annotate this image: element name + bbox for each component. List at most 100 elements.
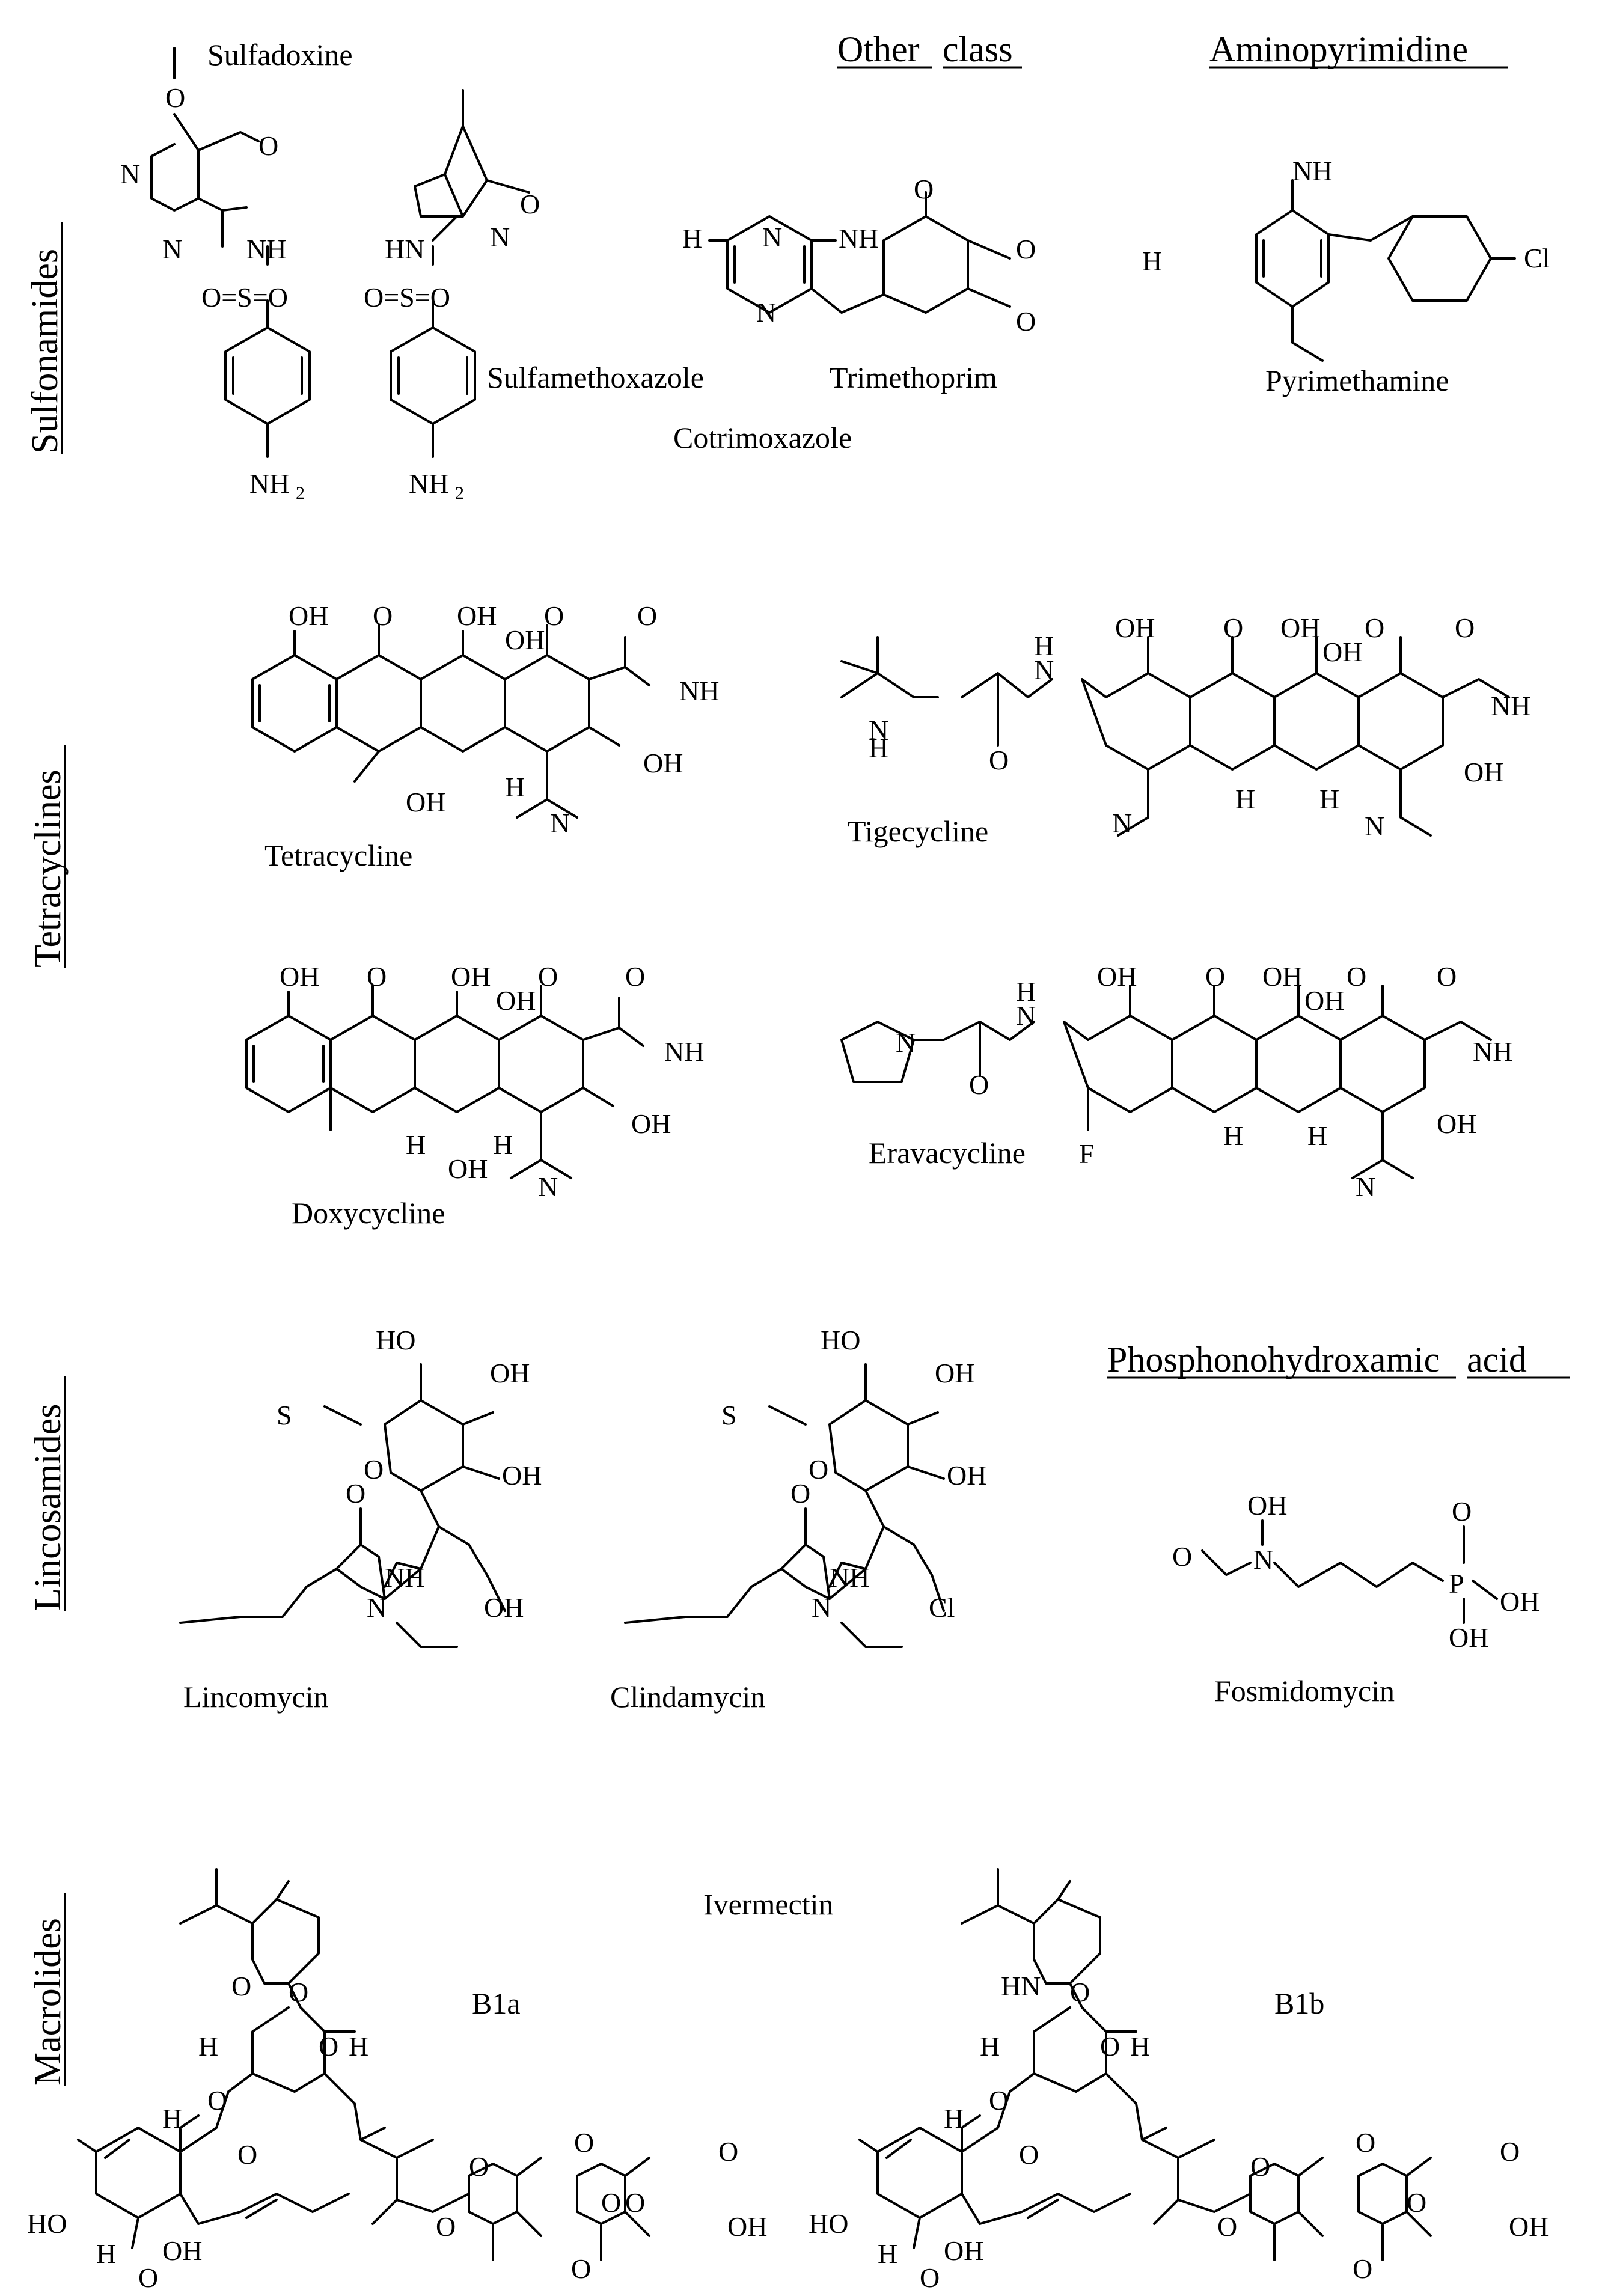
atom-o: O bbox=[544, 600, 564, 631]
atom-o: O bbox=[289, 1977, 308, 2007]
atom-p: P bbox=[1449, 1568, 1464, 1599]
atom-oh: OH bbox=[1437, 1108, 1476, 1139]
atom-h: H bbox=[96, 2238, 116, 2269]
atom-oso: O=S=O bbox=[201, 282, 288, 313]
atom-n: N bbox=[120, 159, 140, 189]
atom-o: O bbox=[346, 1478, 365, 1509]
atom-o: O bbox=[367, 961, 387, 992]
atom-o: O bbox=[1500, 2136, 1520, 2167]
atom-h: H bbox=[1034, 630, 1054, 661]
atom-h: H bbox=[878, 2238, 897, 2269]
compound-name-doxycycline: Doxycycline bbox=[292, 1196, 445, 1230]
atom-h: H bbox=[1235, 784, 1255, 814]
compound-name-lincomycin: Lincomycin bbox=[183, 1680, 329, 1714]
atom-o: O bbox=[920, 2262, 940, 2293]
atom-n: N bbox=[1034, 655, 1054, 685]
structure-trimethoprim: H N N NH O O O Trimethoprim Cotrimoxazol… bbox=[673, 174, 1036, 454]
atom-ho: HO bbox=[821, 1325, 860, 1355]
atom-s: S bbox=[277, 1400, 292, 1430]
header-class-word: class bbox=[943, 29, 1013, 69]
atom-s: S bbox=[721, 1400, 737, 1430]
atom-oh: OH bbox=[727, 2211, 767, 2242]
atom-oh: OH bbox=[505, 624, 545, 655]
class-macrolides-text: Macrolides bbox=[28, 1918, 69, 2086]
atom-n: N bbox=[367, 1592, 387, 1623]
atom-o: O bbox=[469, 2151, 489, 2182]
atom-n: N bbox=[1253, 1544, 1273, 1575]
atom-h: H bbox=[1319, 784, 1339, 814]
atom-ho: HO bbox=[809, 2208, 848, 2239]
atom-h: H bbox=[869, 733, 888, 763]
atom-f: F bbox=[1079, 1138, 1095, 1169]
atom-nh2: NH bbox=[839, 223, 878, 254]
atom-o: O bbox=[364, 1454, 384, 1485]
atom-oh: OH bbox=[944, 2235, 983, 2266]
atom-o: O bbox=[625, 2187, 645, 2218]
atom-o: O bbox=[258, 130, 278, 161]
subscript-2: 2 bbox=[296, 483, 305, 503]
atom-o: O bbox=[538, 961, 558, 992]
atom-o: O bbox=[1437, 961, 1457, 992]
atom-nh: NH bbox=[246, 234, 286, 264]
atom-o: O bbox=[809, 1454, 828, 1485]
atom-nh2: NH bbox=[1292, 156, 1332, 186]
structure-sulfamethoxazole: O N HN O=S=O NH 2 Sulfamethoxazole bbox=[364, 89, 704, 503]
atom-o: O bbox=[574, 2127, 594, 2158]
structure-sulfadoxine: O O N N NH O=S=O NH 2 Sulfadoxine bbox=[120, 38, 353, 503]
atom-oh: OH bbox=[484, 1592, 524, 1623]
atom-hn: HN bbox=[385, 234, 424, 264]
structure-tigecycline: N H O N H OH O OH OH O O NH OH N H H N T… bbox=[840, 612, 1530, 848]
atom-oh: OH bbox=[1322, 637, 1362, 667]
header-aminopyrimidine: Aminopyrimidine bbox=[1209, 29, 1508, 69]
class-label-tetracyclines: Tetracyclines bbox=[28, 745, 69, 968]
atom-o: O bbox=[601, 2187, 621, 2218]
structure-tetracycline: OH O OH OH O O NH OH OH H N Tetracycline bbox=[251, 600, 719, 872]
atom-o: O bbox=[1016, 234, 1036, 264]
atom-o: O bbox=[1455, 612, 1475, 643]
atom-oh: OH bbox=[935, 1358, 974, 1388]
compound-name-clindamycin: Clindamycin bbox=[610, 1680, 765, 1714]
atom-oh: OH bbox=[502, 1460, 542, 1491]
class-lincosamides-text: Lincosamides bbox=[28, 1404, 69, 1611]
atom-oh: OH bbox=[1115, 612, 1155, 643]
atom-h: H bbox=[980, 2031, 1000, 2062]
atom-oh: OH bbox=[406, 787, 445, 817]
atom-h: H bbox=[505, 772, 525, 802]
compound-name-sulfamethoxazole: Sulfamethoxazole bbox=[487, 361, 704, 394]
compound-name-b1b: B1b bbox=[1274, 1986, 1324, 2020]
atom-h: H bbox=[493, 1129, 513, 1160]
compound-name-tetracycline: Tetracycline bbox=[264, 838, 412, 872]
atom-o: O bbox=[1452, 1496, 1472, 1527]
header-acid-word: acid bbox=[1467, 1340, 1527, 1379]
class-label-sulfonamides: Sulfonamides bbox=[25, 222, 66, 454]
atom-cl: Cl bbox=[929, 1592, 955, 1623]
atom-h: H bbox=[406, 1129, 426, 1160]
atom-oh: OH bbox=[1304, 985, 1344, 1016]
atom-o: O bbox=[989, 2085, 1009, 2116]
class-label-macrolides: Macrolides bbox=[28, 1893, 69, 2086]
atom-oh: OH bbox=[631, 1108, 671, 1139]
atom-oh: OH bbox=[490, 1358, 530, 1388]
atom-nh: NH bbox=[830, 1562, 869, 1593]
atom-ho: HO bbox=[376, 1325, 415, 1355]
atom-o: O bbox=[1016, 306, 1036, 337]
compound-name-trimethoprim: Trimethoprim bbox=[830, 361, 997, 394]
atom-nh2: NH bbox=[409, 468, 448, 499]
atom-o: O bbox=[1347, 961, 1366, 992]
atom-h: H bbox=[1223, 1120, 1243, 1151]
atom-n: N bbox=[762, 222, 782, 252]
header-phosphonohydroxamic: Phosphonohydroxamic acid bbox=[1107, 1340, 1570, 1379]
atom-o: O bbox=[1019, 2139, 1039, 2170]
atom-o: O bbox=[237, 2139, 257, 2170]
compound-name-eravacycline: Eravacycline bbox=[869, 1136, 1026, 1170]
atom-nh2: NH bbox=[664, 1036, 704, 1067]
atom-nh2: NH bbox=[1473, 1036, 1512, 1067]
atom-h: H bbox=[162, 2103, 182, 2134]
class-sulfonamides-text: Sulfonamides bbox=[25, 249, 66, 454]
atom-h: H bbox=[1016, 976, 1036, 1007]
atom-o: O bbox=[231, 1971, 251, 2001]
atom-oso: O=S=O bbox=[364, 282, 450, 313]
atom-o: O bbox=[373, 600, 393, 631]
atom-o: O bbox=[571, 2253, 591, 2284]
